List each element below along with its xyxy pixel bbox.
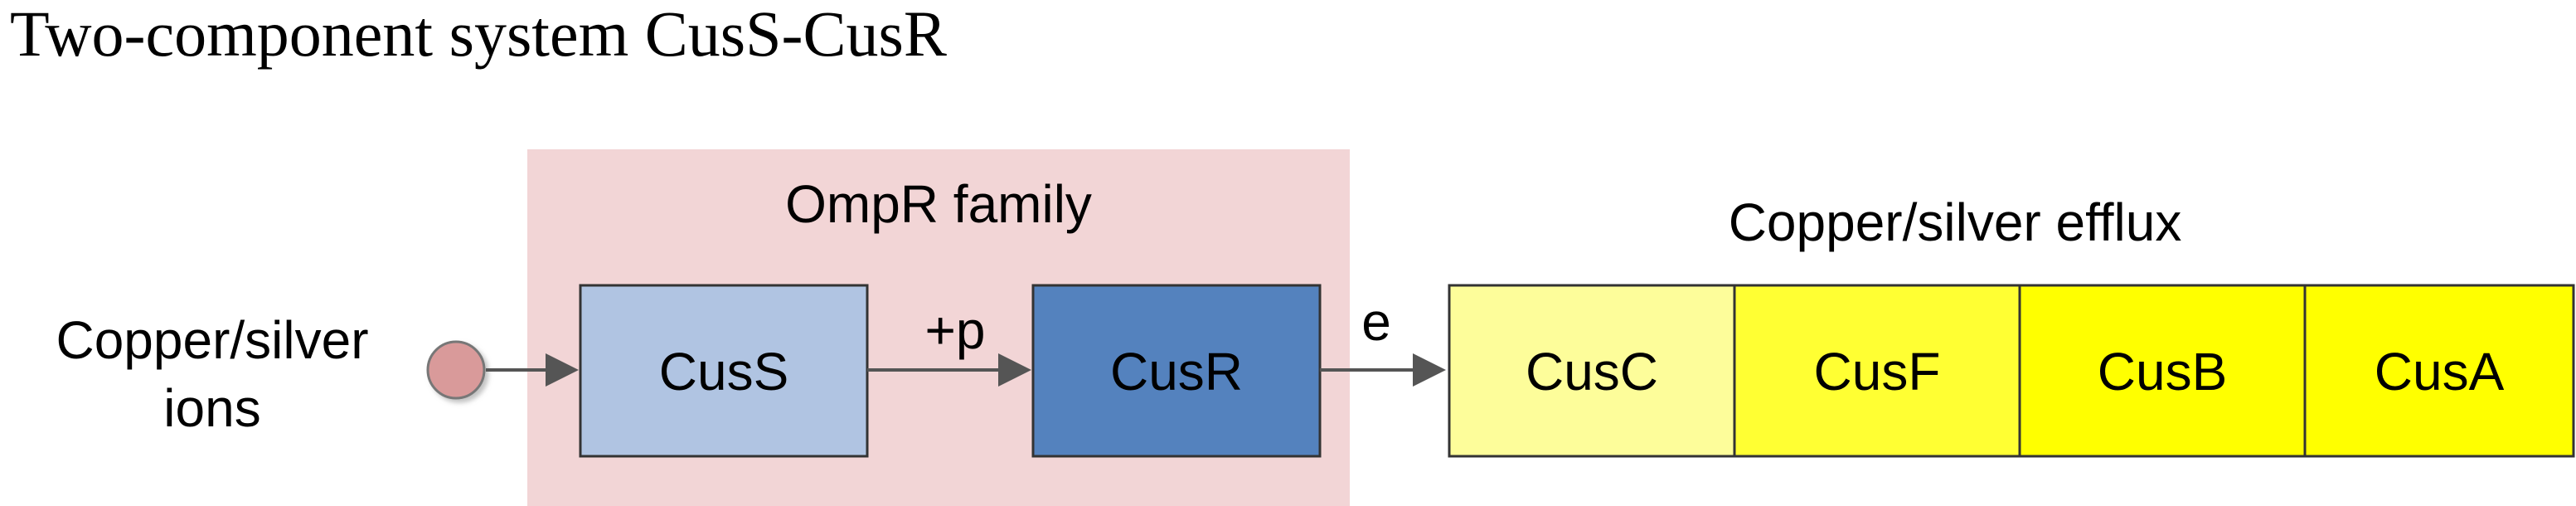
cusc-label: CusC (1526, 342, 1658, 401)
efflux-label: Copper/silver efflux (1729, 192, 2182, 252)
phosphorylation-label: +p (925, 300, 986, 360)
cusr-label: CusR (1110, 342, 1243, 401)
compound-node (426, 340, 486, 400)
cusf-label: CusF (1814, 342, 1941, 401)
cusc-gene-box (1448, 284, 1736, 458)
ompr-family-label: OmpR family (785, 174, 1092, 234)
cusf-gene-box (1733, 284, 2021, 458)
cusb-label: CusB (2098, 342, 2228, 401)
cuss-node (579, 284, 869, 458)
cusa-gene-box (2303, 284, 2575, 458)
cuss-label: CusS (659, 342, 789, 401)
diagram-title: Two-component system CusS-CusR (10, 0, 947, 70)
input-label-line2: ions (163, 378, 260, 438)
input-label-line1: Copper/silver (56, 310, 368, 370)
expression-label: e (1361, 292, 1391, 352)
cusr-node (1031, 284, 1322, 458)
cusb-gene-box (2018, 284, 2307, 458)
cusa-label: CusA (2375, 342, 2505, 401)
